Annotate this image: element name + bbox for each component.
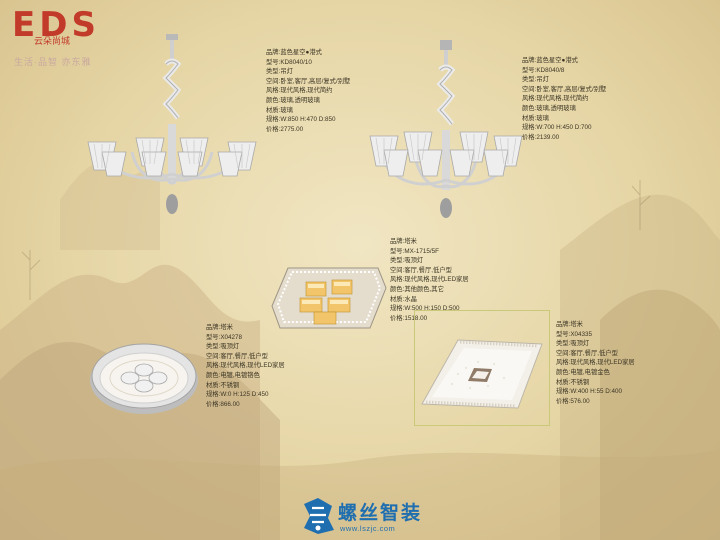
spec-line: 材质:不锈钢 xyxy=(206,381,240,389)
spec-line: 规格:W:850 H:470 D:850 xyxy=(266,116,336,124)
ceiling-light-x04278-image xyxy=(90,343,198,414)
spec-line: 风格:现代风格,现代LED家居 xyxy=(556,359,635,367)
spec-line: 类型:吸顶灯 xyxy=(206,343,240,351)
spec-line: 价格:1518.00 xyxy=(390,314,428,322)
spec-line: 规格:W:700 H:450 D:700 xyxy=(522,124,592,132)
spec-line: 品牌:塔米 xyxy=(556,321,583,328)
spec-line: 风格:现代风格,现代简约 xyxy=(522,95,589,103)
product-spec-x04335: 品牌:塔米 型号:X04335 类型:吸顶灯 空间:客厅,餐厅,低户型 风格:现… xyxy=(556,320,635,406)
spec-line: 材质:玻璃 xyxy=(522,114,549,122)
spec-line: 价格:2775.00 xyxy=(266,125,304,133)
spec-line: 类型:吊灯 xyxy=(522,76,549,84)
spec-line: 规格:W:0 H:125 D:450 xyxy=(206,391,269,399)
spec-line: 品牌:蓝色星空●港式 xyxy=(522,57,578,64)
chandelier-kd8040-8-image xyxy=(369,40,523,218)
spec-line: 颜色:玻璃,透明玻璃 xyxy=(266,96,320,104)
spec-line: 空间:卧室,客厅,高层/复式/别墅 xyxy=(266,77,351,85)
footer-watermark-logo: 螺丝智装 www.lszjc.com xyxy=(298,494,458,538)
spec-line: 类型:吸顶灯 xyxy=(390,257,424,265)
footer-url: www.lszjc.com xyxy=(340,524,396,533)
screw-logo-icon xyxy=(304,498,334,534)
spec-line: 空间:客厅,餐厅,低户型 xyxy=(556,349,618,357)
ceiling-light-mx1715-image xyxy=(271,267,387,329)
spec-line: 型号:X04335 xyxy=(556,330,593,338)
spec-line: 空间:卧室,客厅,高层/复式/别墅 xyxy=(522,85,607,93)
spec-line: 型号:MX-1715/5F xyxy=(390,247,439,255)
spec-line: 材质:水晶 xyxy=(390,295,417,303)
spec-line: 材质:玻璃 xyxy=(266,106,293,114)
footer-brand-title: 螺丝智装 xyxy=(338,502,423,524)
spec-line: 空间:客厅,餐厅,低户型 xyxy=(390,266,452,274)
spec-line: 空间:客厅,餐厅,低户型 xyxy=(206,352,268,360)
spec-line: 规格:W:500 H:150 D:500 xyxy=(390,305,460,313)
brand-tagline: 生活·品智 亦东雅 xyxy=(14,57,92,67)
spec-line: 型号:KD8040/8 xyxy=(522,66,565,74)
spec-line: 品牌:蓝色星空●港式 xyxy=(266,49,322,56)
brand-logo-text: EDS xyxy=(12,5,100,45)
spec-line: 风格:现代风格,现代LED家居 xyxy=(390,276,469,284)
spec-line: 颜色:电镀,电镀铬色 xyxy=(206,371,260,379)
spec-line: 颜色:玻璃,透明玻璃 xyxy=(522,104,576,112)
brand-logo-subtext: 云朵尚城 xyxy=(34,37,71,47)
product-spec-kd8040-10: 品牌:蓝色星空●港式 型号:KD8040/10 类型:吊灯 空间:卧室,客厅,高… xyxy=(266,48,350,134)
product-spec-mx1715: 品牌:塔米 型号:MX-1715/5F 类型:吸顶灯 空间:客厅,餐厅,低户型 … xyxy=(390,237,469,323)
spec-line: 类型:吸顶灯 xyxy=(556,340,590,348)
spec-line: 颜色:电镀,电镀金色 xyxy=(556,368,610,376)
spec-line: 风格:现代风格,现代简约 xyxy=(266,87,333,95)
spec-line: 规格:W:400 H:55 D:400 xyxy=(556,388,623,396)
product-spec-x04278: 品牌:塔米 型号:X04278 类型:吸顶灯 空间:客厅,餐厅,低户型 风格:现… xyxy=(206,323,285,409)
spec-line: 型号:KD8040/10 xyxy=(266,58,312,66)
spec-line: 材质:不锈钢 xyxy=(556,378,590,386)
spec-line: 价格:2139.00 xyxy=(522,133,560,141)
spec-line: 风格:现代风格,现代LED家居 xyxy=(206,362,285,370)
spec-line: 价格:576.00 xyxy=(556,397,590,405)
spec-line: 品牌:塔米 xyxy=(390,238,417,245)
product-spec-kd8040-8: 品牌:蓝色星空●港式 型号:KD8040/8 类型:吊灯 空间:卧室,客厅,高层… xyxy=(522,56,606,142)
spec-line: 类型:吊灯 xyxy=(266,68,293,76)
spec-line: 品牌:塔米 xyxy=(206,324,233,331)
spec-line: 型号:X04278 xyxy=(206,333,243,341)
spec-line: 价格:866.00 xyxy=(206,400,240,408)
brand-logo: EDS 云朵尚城 xyxy=(12,5,104,47)
selection-frame[interactable] xyxy=(414,310,550,426)
chandelier-kd8040-10-image xyxy=(87,34,257,214)
spec-line: 颜色:其他颜色,其它 xyxy=(390,285,444,293)
ceiling-light-x04335-image xyxy=(421,339,543,409)
